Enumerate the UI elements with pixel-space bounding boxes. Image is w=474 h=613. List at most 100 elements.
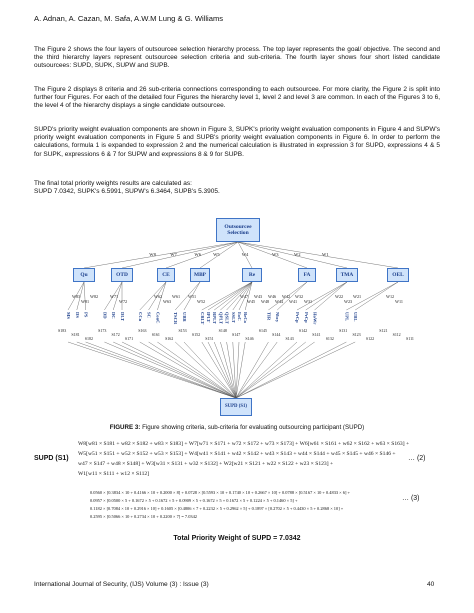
- criterion-node-ce: CE: [157, 268, 175, 282]
- score-label: S142: [299, 328, 307, 333]
- connector-line: [83, 241, 239, 269]
- connector-line: [235, 341, 269, 399]
- paragraph-1: The Figure 2 shows the four layers of ou…: [34, 46, 440, 70]
- connector-line: [237, 241, 399, 269]
- connector-line: [220, 341, 237, 399]
- equation-number: … (2): [408, 455, 426, 462]
- subweight-label: W71: [110, 294, 118, 299]
- connector-line: [148, 281, 167, 311]
- subweight-label: W11: [395, 299, 403, 304]
- connector-line: [235, 341, 315, 399]
- subweight-label: W63: [163, 299, 171, 304]
- connector-line: [175, 341, 237, 399]
- numeric-line: 0.0560 × [0.3834 × 10 + 0.4166 × 10 + 0.…: [90, 490, 350, 495]
- connector-line: [237, 241, 253, 269]
- subweight-label: W44: [275, 299, 284, 304]
- criterion-node-qu: Qu: [73, 268, 95, 282]
- paragraph-3: SUPD's priority weight evaluation compon…: [34, 126, 440, 158]
- subweight-label: W47: [240, 294, 248, 299]
- subweight-label: W52: [197, 299, 205, 304]
- connector-line: [238, 281, 253, 311]
- subcriterion-label: Nbcy: [275, 312, 280, 323]
- connector-line: [157, 281, 167, 311]
- subweight-label: W62: [154, 294, 162, 299]
- paragraph-2: The Figure 2 displays 8 criteria and 26 …: [34, 86, 440, 110]
- connector-line: [76, 341, 237, 399]
- numeric-line: 0.0957 × [0.0500 × 5 + 0.1672 × 5 + 0.16…: [90, 498, 298, 503]
- connector-line: [214, 281, 253, 311]
- connector-line: [207, 341, 237, 399]
- subcriterion-label: PrCp: [304, 312, 309, 323]
- connector-line: [237, 241, 308, 269]
- connector-line: [226, 341, 237, 399]
- score-label: S141: [312, 332, 320, 337]
- connector-line: [157, 341, 237, 399]
- connector-line: [268, 281, 308, 311]
- criterion-node-mbp: MBP: [190, 268, 210, 282]
- criterion-node-otd: OTD: [111, 268, 133, 282]
- connector-line: [199, 241, 239, 269]
- score-label: S171: [125, 336, 133, 341]
- subcriterion-label: CCn: [138, 312, 143, 322]
- connector-line: [175, 281, 201, 311]
- subweight-label: W72: [119, 299, 127, 304]
- figure-caption-text: Figure showing criteria, sub-criteria fo…: [140, 424, 365, 431]
- equation-label: SUPD (S1): [34, 455, 69, 462]
- subweight-label: W31: [304, 299, 312, 304]
- connector-line: [121, 241, 239, 269]
- goal-node: Outsourcee Selection: [216, 218, 260, 242]
- subweight-label: W43: [254, 294, 262, 299]
- criterion-weight-label: W8: [149, 252, 156, 257]
- page-number: 40: [427, 581, 435, 588]
- score-label: S145: [259, 328, 267, 333]
- subweight-label: W42: [282, 294, 290, 299]
- subweight-label: W22: [335, 294, 343, 299]
- subweight-label: W12: [386, 294, 394, 299]
- score-label: S111: [406, 336, 414, 341]
- connector-line: [121, 341, 237, 399]
- subcriterion-label: DLT: [120, 312, 125, 321]
- subweight-label: W45: [247, 299, 255, 304]
- connector-line: [237, 241, 348, 269]
- subweight-label: W81: [81, 299, 89, 304]
- connector-line: [139, 341, 237, 399]
- equation-line: W5[w51 × S151 + w52 × S152 + w53 × S153]…: [78, 451, 396, 457]
- criterion-node-tma: TMA: [336, 268, 358, 282]
- connector-line: [296, 281, 348, 311]
- subcriterion-label: RPLT: [212, 312, 217, 324]
- connector-line: [220, 281, 253, 311]
- subcriterion-label: CRLT: [200, 312, 205, 324]
- subcriterion-label: DD: [102, 312, 107, 319]
- criterion-weight-label: W3: [272, 252, 279, 257]
- subcriterion-label: DC: [111, 312, 116, 319]
- connector-line: [165, 241, 239, 269]
- score-label: S123: [352, 332, 360, 337]
- criterion-node-re: Re: [242, 268, 262, 282]
- score-label: S146: [245, 336, 253, 341]
- subcriterion-label: UPL: [344, 312, 349, 321]
- subcriterion-label: UBL: [353, 312, 358, 321]
- subweight-label: W48: [261, 299, 269, 304]
- criterion-node-fa: FA: [298, 268, 316, 282]
- subweight-label: W32: [295, 294, 303, 299]
- subcriterion-label: TSCR: [173, 312, 178, 325]
- equation-line: W1[w11 × S111 + w12 × S112]: [78, 471, 150, 477]
- connector-line: [346, 281, 399, 311]
- connector-line: [207, 281, 253, 311]
- numeric-line: 0.1182 × [0.7084 × 10 + 0.2916 × 10] + 0…: [90, 506, 344, 511]
- connector-line: [235, 341, 298, 399]
- connector-line: [235, 341, 356, 399]
- connector-line: [113, 341, 237, 399]
- score-label: S121: [379, 328, 387, 333]
- score-label: S148: [219, 328, 227, 333]
- alternative-node: SUPD (S1): [220, 398, 252, 416]
- score-label: S161: [152, 332, 160, 337]
- connector-line: [83, 281, 86, 311]
- paragraph-4: The final total priority weights results…: [34, 180, 220, 196]
- score-label: S147: [232, 332, 240, 337]
- connector-line: [235, 341, 240, 399]
- score-label: S153: [178, 328, 186, 333]
- connector-line: [183, 341, 237, 399]
- figure-caption: FIGURE 3: Figure showing criteria, sub-c…: [0, 424, 474, 431]
- subcriterion-label: SSLT: [231, 312, 236, 323]
